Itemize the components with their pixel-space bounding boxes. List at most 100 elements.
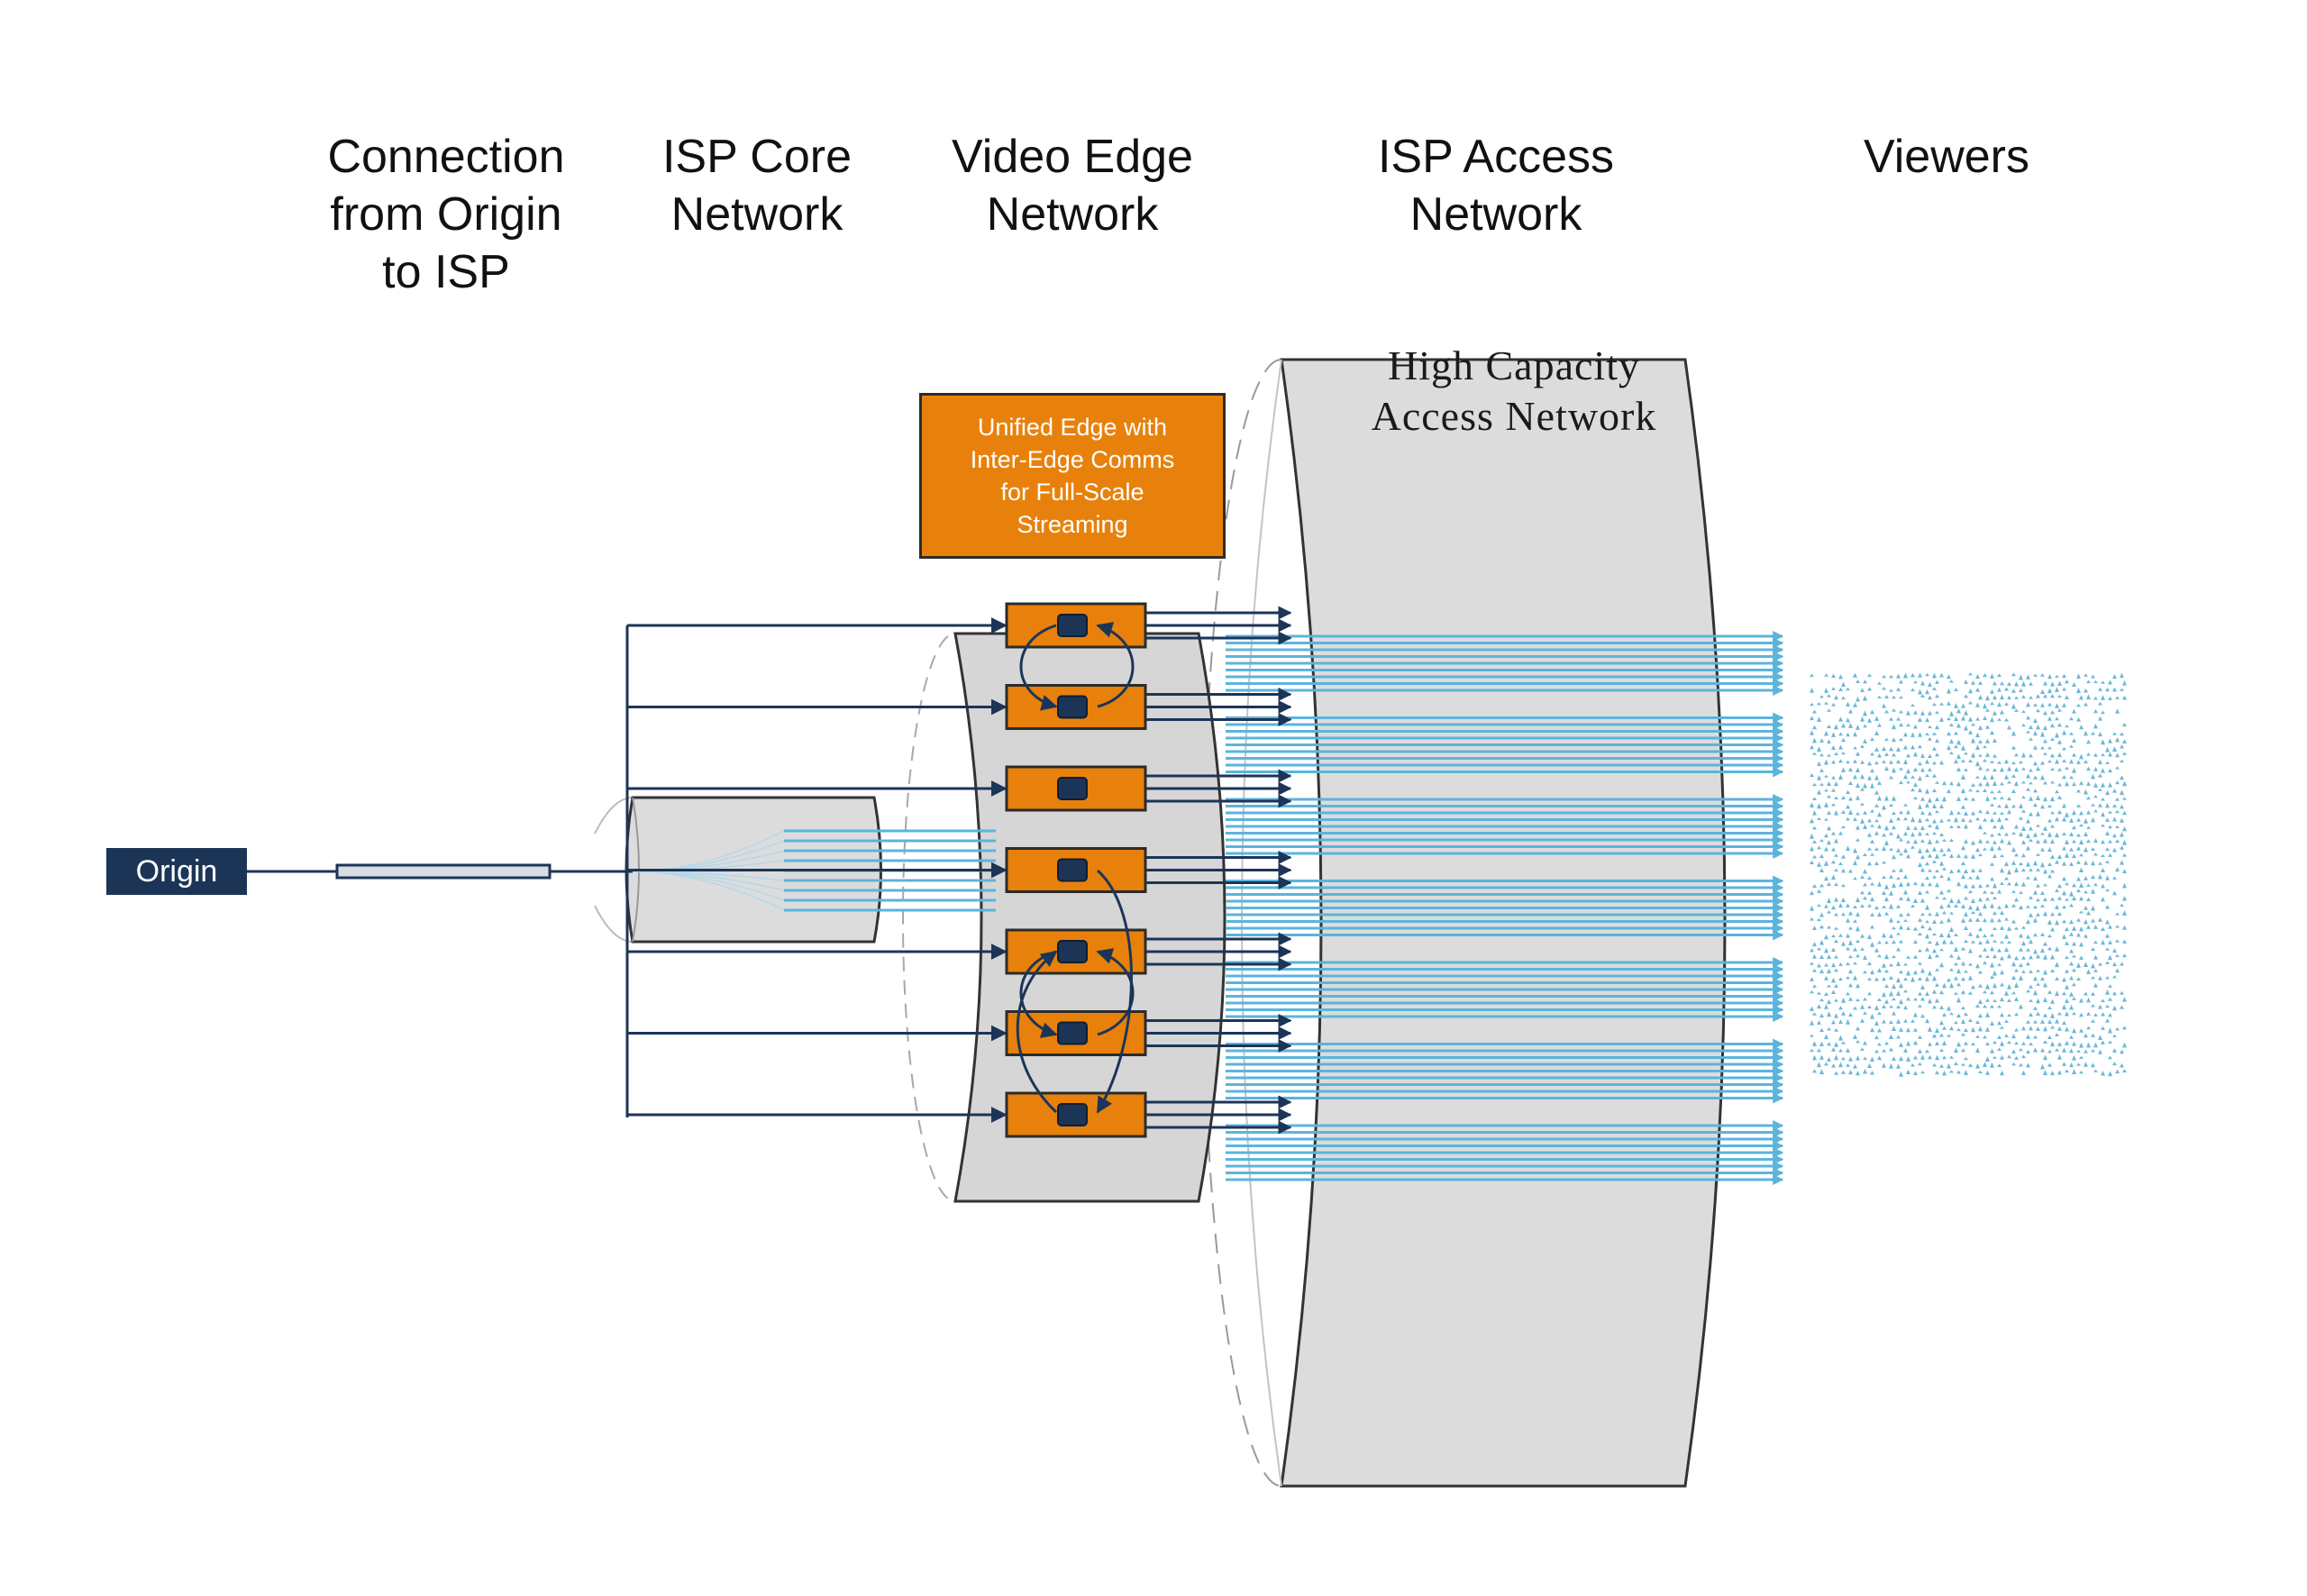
viewer-icon (1817, 803, 1821, 809)
viewer-icon (2043, 752, 2047, 755)
viewer-icon (1831, 803, 1836, 807)
viewer-icon (2086, 825, 2091, 829)
viewer-icon (1903, 874, 1908, 880)
viewer-icon (1848, 969, 1853, 974)
viewer-icon (2029, 896, 2033, 899)
viewer-icon (1856, 1055, 1860, 1061)
viewer-icon (1831, 732, 1836, 737)
viewer-icon (2036, 898, 2040, 902)
viewer-icon (1932, 803, 1937, 809)
viewer-icon (2014, 681, 2019, 687)
viewer-icon (1997, 905, 2002, 909)
viewer-icon (1942, 838, 1947, 842)
viewer-icon (2105, 687, 2110, 692)
viewer-icon (1990, 673, 1994, 679)
viewer-icon (2069, 759, 2074, 764)
viewer-icon (2122, 752, 2127, 755)
viewer-icon (1956, 853, 1961, 858)
viewer-icon (1913, 939, 1918, 944)
viewer-icon (1990, 946, 1994, 952)
viewer-icon (2050, 737, 2055, 741)
viewer-icon (1846, 962, 1850, 966)
viewer-icon (1990, 975, 1994, 980)
viewer-icon (1918, 803, 1922, 809)
viewer-icon (2076, 917, 2081, 922)
viewer-icon (1896, 816, 1901, 821)
viewer-icon (2105, 860, 2110, 863)
viewer-icon (1874, 1020, 1879, 1026)
viewer-icon (2072, 681, 2076, 687)
viewer-icon (1874, 947, 1879, 953)
viewer-icon (2065, 1026, 2069, 1032)
viewer-icon (1990, 933, 1994, 937)
viewer-icon (2057, 883, 2062, 889)
viewer-icon (1884, 969, 1889, 973)
viewer-icon (2115, 925, 2120, 928)
viewer-icon (2055, 860, 2059, 864)
viewer-icon (1824, 975, 1828, 980)
viewer-icon (1892, 869, 1896, 872)
viewer-icon (1947, 1062, 1951, 1069)
viewer-icon (2019, 1004, 2023, 1009)
viewer-icon (1942, 1040, 1947, 1045)
viewer-icon (1949, 1070, 1954, 1073)
viewer-icon (1817, 1062, 1821, 1068)
viewer-icon (1838, 934, 1843, 937)
viewer-icon (2079, 867, 2084, 873)
viewer-icon (1997, 688, 2002, 692)
viewer-icon (1983, 745, 1987, 749)
viewer-icon (1846, 717, 1850, 723)
viewer-icon (2122, 839, 2127, 845)
viewer-icon (2019, 890, 2023, 894)
viewer-icon (1968, 688, 1973, 694)
viewer-icon (2021, 1070, 2026, 1075)
viewer-icon (1910, 904, 1915, 907)
viewer-icon (2072, 997, 2076, 1000)
viewer-icon (2086, 897, 2091, 902)
viewer-icon (1956, 982, 1961, 987)
viewer-icon (2050, 780, 2055, 784)
viewer-icon (1978, 970, 1983, 974)
viewer-icon (1831, 702, 1836, 707)
viewer-icon (1990, 1062, 1994, 1068)
viewer-icon (2072, 1011, 2076, 1016)
viewer-icon (1954, 731, 1958, 735)
viewer-icon (2072, 752, 2076, 757)
viewer-icon (1860, 1004, 1865, 1009)
viewer-icon (2120, 832, 2124, 837)
viewer-icon (1918, 1035, 1922, 1039)
viewer-icon (2120, 688, 2124, 691)
viewer-icon (1971, 1042, 1975, 1046)
viewer-icon (2112, 847, 2117, 853)
viewer-icon (2033, 1019, 2038, 1024)
viewer-icon (2033, 1006, 2038, 1010)
viewer-icon (2122, 953, 2127, 958)
viewer-icon (1961, 1062, 1965, 1066)
viewer-icon (1992, 710, 1997, 716)
viewer-icon (2019, 947, 2023, 952)
viewer-icon (1920, 984, 1925, 990)
viewer-icon (2011, 761, 2016, 765)
viewer-icon (2065, 1040, 2069, 1045)
viewer-icon (2120, 1062, 2124, 1068)
viewer-icon (1867, 832, 1872, 837)
viewer-icon (1899, 709, 1903, 714)
viewer-icon (2072, 968, 2076, 972)
viewer-icon (2040, 745, 2045, 750)
viewer-icon (2004, 717, 2009, 722)
viewer-icon (1827, 694, 1831, 698)
viewer-icon (1877, 1055, 1882, 1061)
viewer-icon (1867, 775, 1872, 780)
viewer-icon (1925, 976, 1929, 981)
viewer-icon (1863, 1069, 1867, 1074)
viewer-icon (1846, 701, 1850, 707)
viewer-icon (1947, 876, 1951, 881)
viewer-icon (1889, 903, 1893, 909)
viewer-icon (1906, 853, 1910, 859)
viewer-icon (1961, 817, 1965, 822)
viewer-icon (1990, 701, 1994, 706)
viewer-icon (2036, 953, 2040, 959)
viewer-icon (2036, 824, 2040, 827)
viewer-icon (2026, 818, 2030, 824)
viewer-icon (2055, 1048, 2059, 1052)
